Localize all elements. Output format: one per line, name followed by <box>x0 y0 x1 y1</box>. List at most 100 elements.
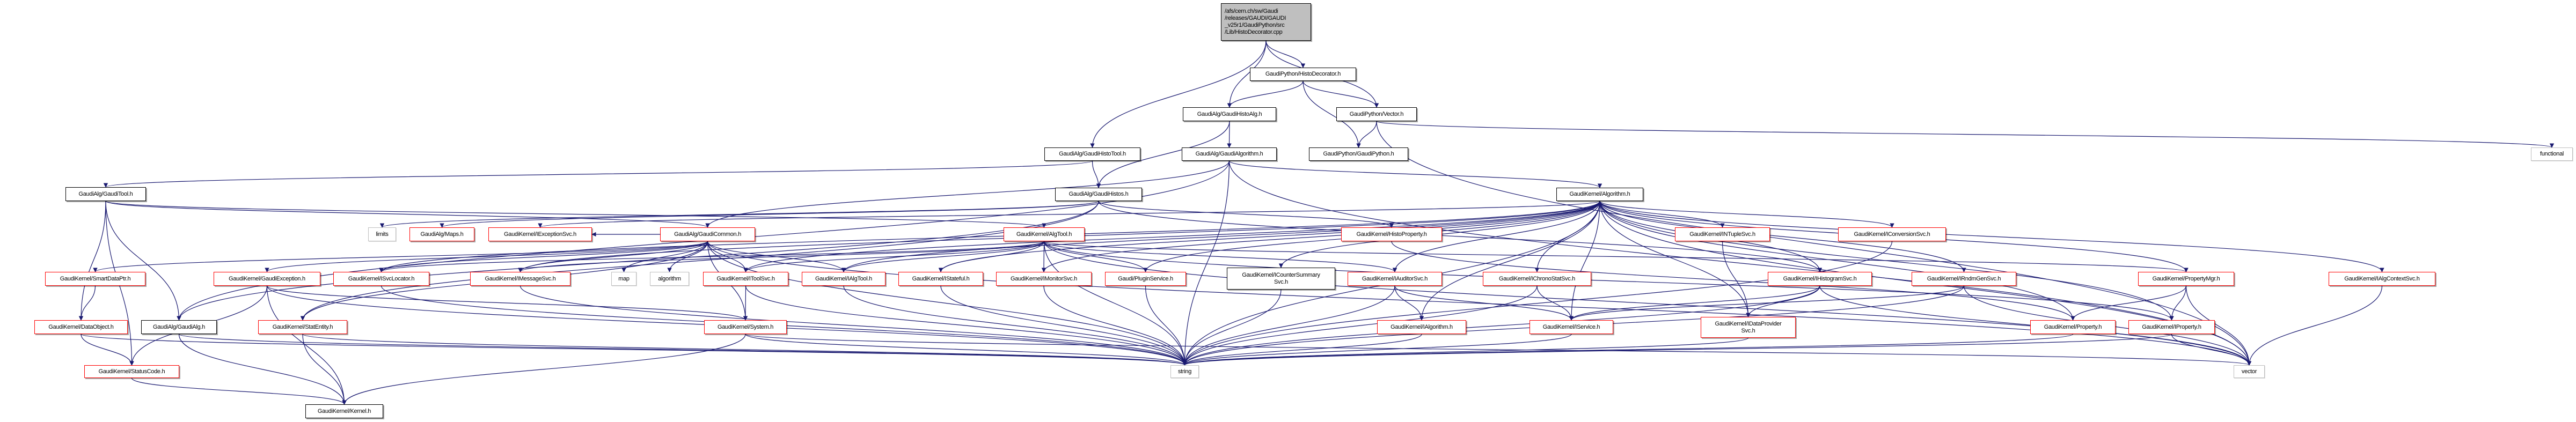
node-gaudihistos[interactable]: GaudiAlg/GaudiHistos.h <box>1055 188 1142 201</box>
node-gaudihistoalg[interactable]: GaudiAlg/GaudiHistoAlg.h <box>1183 107 1276 121</box>
edge-gaudihistos-to-gaudialg <box>177 201 1099 321</box>
node-idataprovidersvc[interactable]: GaudiKernel/IDataProvider Svc.h <box>1701 317 1796 338</box>
node-main[interactable]: /afs/cern.ch/sw/Gaudi /releases/GAUDI/GA… <box>1221 3 1311 41</box>
edge-gaudicommon-to-algorithm <box>667 241 708 272</box>
node-intuplesvc[interactable]: GaudiKernel/INTupleSvc.h <box>1675 227 1770 241</box>
node-isvclocator[interactable]: GaudiKernel/ISvcLocator.h <box>333 272 429 286</box>
node-maps[interactable]: GaudiAlg/Maps.h <box>409 227 474 241</box>
edge-gauditool-to-dataobject <box>78 201 106 321</box>
edge-algorithmh-to-ialgcontextsvc <box>1599 201 2384 272</box>
node-gaudicommon[interactable]: GaudiAlg/GaudiCommon.h <box>660 227 755 241</box>
edge-pyvector-to-vector <box>1376 121 2252 366</box>
node-smartdataptr[interactable]: GaudiKernel/SmartDataPtr.h <box>45 272 145 286</box>
node-propertymgr[interactable]: GaudiKernel/PropertyMgr.h <box>2138 272 2234 286</box>
edge-statuscode-to-kernel <box>131 377 347 405</box>
edge-algorithmh-to-ialgtool <box>841 201 1600 272</box>
node-histoproperty[interactable]: GaudiKernel/HistoProperty.h <box>1341 227 1442 241</box>
edge-algtool-to-propertymgr <box>1043 241 2189 272</box>
node-gaudiexception[interactable]: GaudiKernel/GaudiException.h <box>214 272 320 286</box>
edge-gaudialgorithm-to-algorithmh <box>1228 160 1602 188</box>
node-pluginservice[interactable]: Gaudi/PluginService.h <box>1105 272 1186 286</box>
edge-iauditorsvc-to-string <box>1182 285 1395 366</box>
node-gaudialgorithm[interactable]: GaudiAlg/GaudiAlgorithm.h <box>1182 147 1277 161</box>
edge-dataobject-to-statuscode <box>80 334 134 366</box>
edge-algorithmh-to-intuplesvc <box>1599 201 1725 228</box>
edge-gaudihistos-to-limits <box>380 201 1099 228</box>
edge-algtool-to-iauditorsvc <box>1043 241 1397 272</box>
node-iconversionsvc[interactable]: GaudiKernel/IConversionSvc.h <box>1838 227 1946 241</box>
node-algorithm: algorithm <box>650 272 689 286</box>
edge-histodecorator-to-pyvector <box>1302 80 1379 108</box>
edge-histodecorator-to-gaudipython <box>1302 80 1361 148</box>
node-icountersummarysvc[interactable]: GaudiKernel/ICounterSummary Svc.h <box>1227 268 1335 290</box>
edge-pyvector-to-functional <box>1376 121 2554 148</box>
edge-iproperty-to-vector <box>2171 334 2252 366</box>
node-ialgcontextsvc[interactable]: GaudiKernel/IAlgContextSvc.h <box>2329 272 2435 286</box>
node-vector: vector <box>2234 365 2265 378</box>
edge-ialgorithm-to-string <box>1182 334 1422 366</box>
node-algtool[interactable]: GaudiKernel/AlgTool.h <box>1004 227 1085 241</box>
edge-gaudihistos-to-statentity <box>300 201 1099 321</box>
edge-istateful-to-string <box>940 285 1187 366</box>
node-iexceptionsvc[interactable]: GaudiKernel/IExceptionSvc.h <box>488 227 592 241</box>
edge-iconversionsvc-to-string <box>1182 241 1893 366</box>
node-algorithmh[interactable]: GaudiKernel/Algorithm.h <box>1556 188 1643 201</box>
edge-histoproperty-to-property <box>1391 241 2075 321</box>
edge-propertymgr-to-property <box>2070 285 2187 321</box>
edge-algtool-to-imessagesvc <box>518 241 1045 272</box>
edge-gaudihistotool-to-gaudihistos <box>1092 160 1101 188</box>
node-statentity[interactable]: GaudiKernel/StatEntity.h <box>258 320 347 334</box>
edge-iproperty-to-string <box>1182 334 2172 366</box>
edge-gaudicommon-to-gaudiexception <box>265 241 708 272</box>
node-itoolsvc[interactable]: GaudiKernel/IToolSvc.h <box>703 272 788 286</box>
edge-ichronostatsvc-to-iservice <box>1536 285 1574 321</box>
edge-system-to-kernel <box>342 334 746 405</box>
edge-system-to-vector <box>745 334 2251 366</box>
node-histodecorator[interactable]: GaudiPython/HistoDecorator.h <box>1250 68 1356 81</box>
node-ialgtool[interactable]: GaudiKernel/IAlgTool.h <box>802 272 885 286</box>
edge-pyvector-to-gaudipython <box>1356 121 1377 148</box>
node-ichronostatsvc[interactable]: GaudiKernel/IChronoStatSvc.h <box>1483 272 1591 286</box>
edge-main-to-gaudihistotool <box>1090 40 1267 148</box>
edge-algtool-to-itoolsvc <box>743 241 1045 272</box>
node-iauditorsvc[interactable]: GaudiKernel/IAuditorSvc.h <box>1348 272 1442 286</box>
node-ihistogramsvc[interactable]: GaudiKernel/IHistogramSvc.h <box>1768 272 1872 286</box>
node-statuscode[interactable]: GaudiKernel/StatusCode.h <box>84 365 179 378</box>
node-imonitorsvc[interactable]: GaudiKernel/IMonitorSvc.h <box>996 272 1092 286</box>
edge-main-to-gaudihistoalg <box>1227 40 1267 108</box>
node-dataobject[interactable]: GaudiKernel/DataObject.h <box>34 320 128 334</box>
edge-algorithmh-to-isvclocator <box>379 201 1600 272</box>
edge-propertymgr-to-iproperty <box>2169 285 2187 321</box>
edge-ialgtool-to-string <box>843 285 1187 366</box>
edge-pluginservice-to-string <box>1145 285 1187 366</box>
edge-idataprovidersvc-to-string <box>1182 337 1749 366</box>
edge-smartdataptr-to-dataobject <box>78 285 96 321</box>
node-gaudialg[interactable]: GaudiAlg/GaudiAlg.h <box>141 320 217 334</box>
node-pyvector[interactable]: GaudiPython/Vector.h <box>1336 107 1417 121</box>
node-property[interactable]: GaudiKernel/Property.h <box>2030 320 2116 334</box>
node-gauditool[interactable]: GaudiAlg/GaudiTool.h <box>65 187 146 201</box>
node-gaudipython[interactable]: GaudiPython/GaudiPython.h <box>1309 147 1408 161</box>
edge-imessagesvc-to-string <box>519 285 1187 366</box>
edge-gaudihistos-to-maps <box>440 201 1099 228</box>
node-istateful[interactable]: GaudiKernel/IStateful.h <box>898 272 983 286</box>
node-iservice[interactable]: GaudiKernel/IService.h <box>1529 320 1613 334</box>
node-kernel[interactable]: GaudiKernel/Kernel.h <box>305 404 383 418</box>
edge-algtool-to-isvclocator <box>379 241 1045 272</box>
edge-gaudihistos-to-ihistogramsvc <box>1098 201 1823 272</box>
edge-gaudialg-to-kernel <box>178 334 347 405</box>
edge-statentity-to-kernel <box>302 334 347 405</box>
node-imessagesvc[interactable]: GaudiKernel/IMessageSvc.h <box>470 272 570 286</box>
edge-itoolsvc-to-string <box>745 285 1187 366</box>
node-gaudihistotool[interactable]: GaudiAlg/GaudiHistoTool.h <box>1044 147 1140 161</box>
node-ialgorithm[interactable]: GaudiKernel/IAlgorithm.h <box>1377 320 1466 334</box>
edge-intuplesvc-to-idataprovidersvc <box>1722 241 1751 317</box>
edge-algtool-to-vector <box>1043 241 2252 366</box>
edge-gaudicommon-to-smartdataptr <box>93 241 708 272</box>
edge-gaudicommon-to-map <box>621 241 708 272</box>
node-irndmgensvc[interactable]: GaudiKernel/IRndmGenSvc.h <box>1912 272 2016 286</box>
node-system[interactable]: GaudiKernel/System.h <box>704 320 787 334</box>
node-iproperty[interactable]: GaudiKernel/IProperty.h <box>2128 320 2215 334</box>
